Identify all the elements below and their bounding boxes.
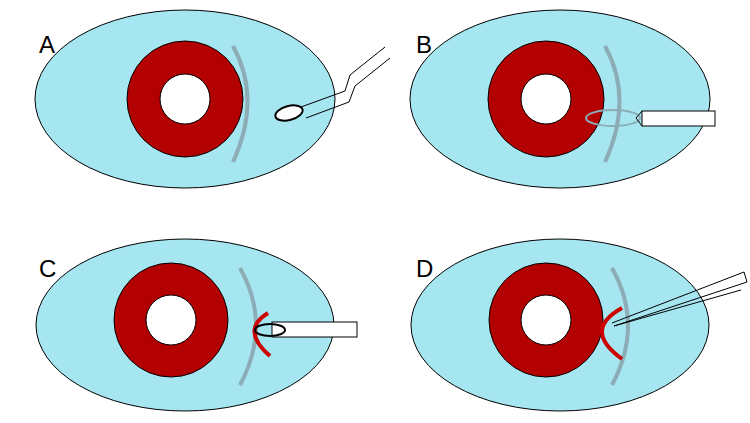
eye bbox=[410, 10, 710, 188]
pupil bbox=[146, 295, 196, 345]
iris bbox=[488, 41, 604, 157]
eye bbox=[411, 239, 709, 411]
panel-letter: B bbox=[416, 33, 432, 57]
incision-arc bbox=[612, 268, 628, 385]
iris bbox=[114, 263, 228, 377]
instrument-tip bbox=[636, 111, 642, 126]
panel-letter: D bbox=[416, 257, 433, 281]
flap-arc bbox=[602, 308, 622, 359]
iris bbox=[127, 41, 243, 157]
panel-letter: A bbox=[39, 33, 55, 57]
panel-letter: C bbox=[39, 257, 56, 281]
pupil bbox=[521, 295, 571, 345]
eye bbox=[35, 10, 335, 188]
forceps bbox=[612, 272, 747, 326]
iris bbox=[489, 263, 603, 377]
pupil bbox=[521, 74, 571, 124]
instrument-tip bbox=[255, 324, 285, 336]
tunnel bbox=[586, 110, 640, 126]
incision-arc bbox=[233, 46, 248, 162]
instrument-tip bbox=[274, 103, 305, 124]
incision-arc bbox=[605, 46, 620, 162]
instrument bbox=[642, 111, 715, 126]
instrument bbox=[301, 47, 390, 118]
pupil bbox=[160, 74, 210, 124]
